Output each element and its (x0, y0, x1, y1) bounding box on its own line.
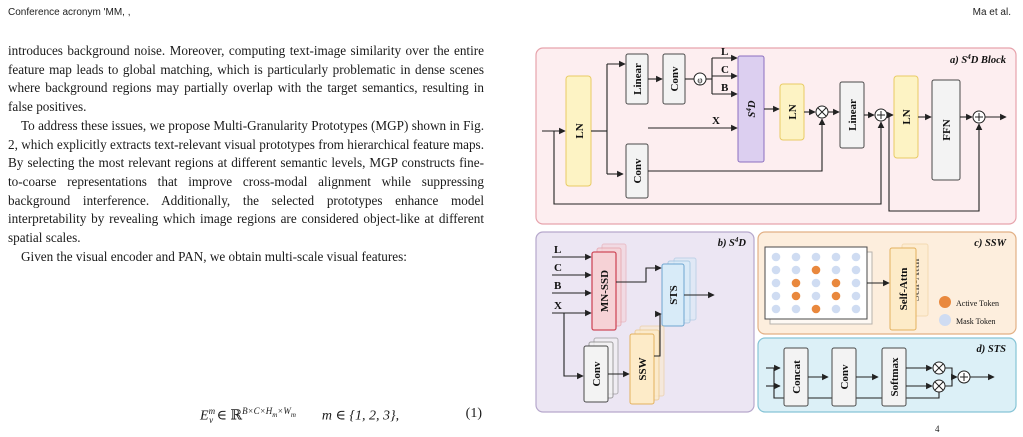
equation-number: (1) (465, 406, 482, 421)
label-x: X (712, 115, 720, 127)
active-token (811, 265, 821, 275)
mask-token (811, 278, 821, 288)
label-b: B (721, 82, 729, 94)
panel-c-title: c) SSW (974, 238, 1006, 249)
mask-token (791, 304, 801, 314)
token-grid (771, 252, 861, 314)
panel-b-label-l: L (554, 244, 561, 256)
mnssd-block-label: MN-SSD (599, 270, 611, 312)
active-token-legend-label: Active Token (956, 299, 999, 308)
mask-token (851, 278, 861, 288)
ln-block-1-label: LN (574, 123, 586, 138)
ssw-block-label: SSW (637, 357, 649, 380)
mask-token (791, 252, 801, 262)
mask-token (851, 252, 861, 262)
panel-b-s4d: b) S4D L C B X MN-SSD STS Conv SSW (535, 231, 755, 413)
panel-a-title: a) S4D Block (950, 53, 1007, 66)
mnssd-block (591, 251, 617, 331)
label-l: L (721, 46, 728, 58)
mask-token-legend-icon (939, 314, 951, 326)
running-header-right: Ma et al. (972, 7, 1011, 18)
softmax-block-label: Softmax (889, 357, 901, 397)
panel-d-conv-block-label: Conv (839, 364, 851, 390)
ffn-block-label: FFN (941, 119, 953, 140)
ln-block-2-label: LN (787, 104, 799, 119)
concat-block-label: Concat (791, 360, 803, 394)
architecture-figure: text { font-family: "Liberation Serif", … (535, 46, 1017, 413)
panel-b-label-c: C (554, 262, 562, 274)
label-c: C (721, 64, 729, 76)
softmax-block (881, 347, 907, 407)
mask-token (771, 278, 781, 288)
mask-token (771, 265, 781, 275)
panel-a-s4d-block: a) S4D Block LN Linear Conv φ L C B X S4… (535, 46, 1017, 225)
panel-b-conv-block-label: Conv (591, 361, 603, 387)
self-attn-block-label: Self-Attn (898, 268, 910, 311)
paragraph-3: Given the visual encoder and PAN, we obt… (21, 248, 407, 264)
mask-token (771, 304, 781, 314)
mask-token (851, 265, 861, 275)
mask-token (811, 291, 821, 301)
mask-token (831, 304, 841, 314)
paragraph-2: To address these issues, we propose Mult… (8, 117, 484, 246)
ssw-block (629, 333, 655, 405)
panel-b-label-b: B (554, 280, 562, 292)
figure-footer-number: 4 (935, 424, 940, 434)
panel-b-title: b) S4D (718, 236, 747, 249)
active-token (831, 291, 841, 301)
active-token (791, 291, 801, 301)
linear-block-1-label: Linear (632, 63, 644, 95)
panel-d-title: d) STS (977, 344, 1007, 355)
running-header-left: Conference acronym 'MM, , (8, 7, 131, 18)
body-text: introduces background noise. Moreover, c… (8, 42, 484, 266)
self-attn-block (889, 247, 917, 331)
active-token (791, 278, 801, 288)
active-token (831, 278, 841, 288)
s4d-block-label: S4D (745, 100, 758, 117)
mask-token (831, 265, 841, 275)
mask-token-legend-label: Mask Token (956, 317, 996, 326)
ln-block-3-label: LN (901, 109, 913, 124)
phi-label: φ (697, 75, 702, 85)
ffn-block (931, 79, 961, 181)
conv-block-1-label: Conv (669, 66, 681, 92)
mask-token (851, 291, 861, 301)
active-token (811, 304, 821, 314)
panel-c-ssw: c) SSW Self-Attn Self-Attn Active Token … (757, 231, 1017, 335)
mask-token (771, 252, 781, 262)
mask-token (811, 252, 821, 262)
active-token-legend-icon (939, 296, 951, 308)
panel-b-label-x: X (554, 300, 562, 312)
sts-block-label: STS (668, 285, 680, 305)
mask-token (831, 252, 841, 262)
panel-d-sts: d) STS Concat Conv Softmax (757, 337, 1017, 413)
linear-block-2-label: Linear (847, 99, 859, 131)
mask-token (771, 291, 781, 301)
conv-block-2-label: Conv (632, 158, 644, 184)
mask-token (851, 304, 861, 314)
paragraph-1: introduces background noise. Moreover, c… (8, 43, 484, 115)
mask-token (791, 265, 801, 275)
